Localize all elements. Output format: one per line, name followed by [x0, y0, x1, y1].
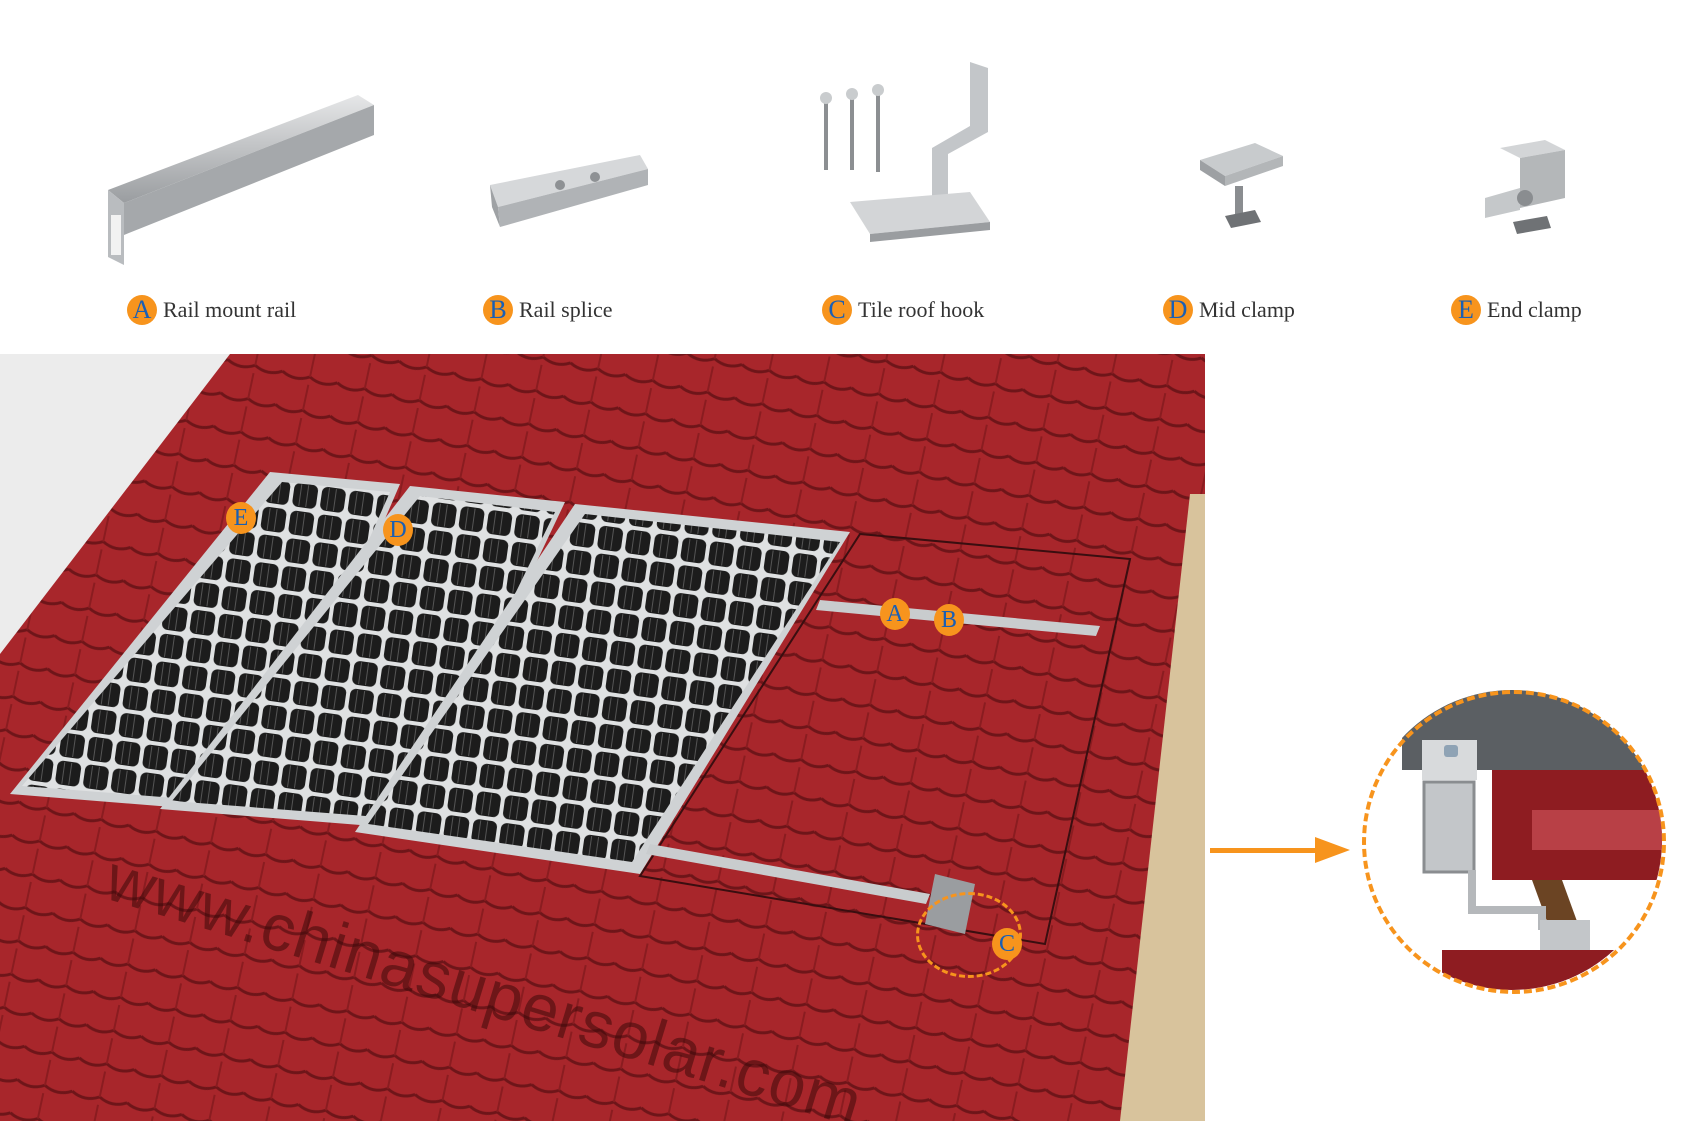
component-name-d: Mid clamp — [1199, 297, 1295, 322]
detail-dashed-ring — [1362, 690, 1666, 994]
badge-c: C — [822, 295, 852, 325]
component-label-c: C Tile roof hook — [822, 295, 984, 325]
component-label-e: E End clamp — [1451, 295, 1582, 325]
component-legend: A Rail mount rail B Rail splice C Tile r… — [0, 0, 1702, 330]
component-label-a: A Rail mount rail — [127, 295, 296, 325]
component-name-c: Tile roof hook — [858, 297, 985, 322]
badge-e: E — [1451, 295, 1481, 325]
detail-highlight-ring — [916, 892, 1022, 978]
rail-splice-icon — [490, 155, 648, 227]
roof-installation-scene: E D A B C www.chinasupersolar.com — [0, 354, 1205, 1121]
component-name-e: End clamp — [1487, 297, 1582, 322]
component-label-d: D Mid clamp — [1163, 295, 1295, 325]
marker-e: E — [226, 502, 256, 534]
badge-a: A — [127, 295, 157, 325]
arrow-right-icon — [1210, 837, 1350, 863]
badge-b: B — [483, 295, 513, 325]
roof-illustration — [0, 354, 1205, 1121]
marker-a: A — [880, 598, 910, 630]
tile-roof-hook-icon — [820, 62, 990, 242]
component-label-b: B Rail splice — [483, 295, 612, 325]
component-name-b: Rail splice — [519, 297, 613, 322]
mid-clamp-icon — [1200, 143, 1283, 228]
marker-b: B — [934, 604, 964, 636]
rail-icon — [108, 95, 374, 265]
end-clamp-icon — [1485, 140, 1565, 234]
component-name-a: Rail mount rail — [163, 297, 297, 322]
badge-d: D — [1163, 295, 1193, 325]
marker-d: D — [383, 514, 413, 546]
